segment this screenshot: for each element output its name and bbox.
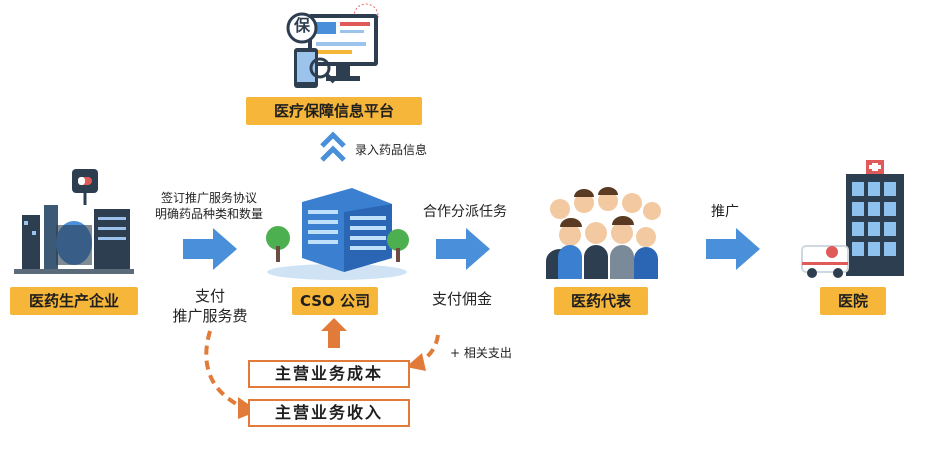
cso-label: CSO 公司	[292, 287, 378, 315]
cost-box: 主营业务成本	[248, 360, 410, 388]
hospital-icon	[801, 160, 904, 278]
arrow-up-icon	[321, 318, 347, 348]
hospital-label: 医院	[820, 287, 886, 315]
sign-agreement-line1: 签订推广服务协议	[160, 191, 257, 205]
bao-text: 保	[293, 16, 310, 35]
sign-agreement-line2: 明确药品种类和数量	[154, 207, 263, 221]
pay-fee-line2: 推广服务费	[172, 307, 248, 325]
arrow-right-icon	[436, 228, 490, 270]
manufacturer-label: 医药生产企业	[10, 287, 138, 315]
pay-fee-line1: 支付	[194, 287, 225, 305]
related-expenses-text: + 相关支出	[450, 346, 512, 360]
assign-tasks-text: 合作分派任务	[423, 204, 507, 220]
promote-text: 推广	[711, 204, 739, 220]
pay-commission-text: 支付佣金	[431, 290, 492, 308]
platform-monitor-icon	[286, 3, 379, 88]
double-chevron-up-icon	[320, 131, 346, 162]
factory-icon	[14, 169, 134, 274]
arrow-right-icon	[706, 228, 760, 270]
cso-building-icon	[266, 188, 409, 280]
record-info-text: 录入药品信息	[355, 143, 428, 157]
platform-label: 医疗保障信息平台	[246, 97, 422, 125]
revenue-box: 主营业务收入	[248, 399, 410, 427]
arrow-right-icon	[183, 228, 237, 270]
reps-label: 医药代表	[554, 287, 648, 315]
people-group-icon	[546, 187, 661, 279]
